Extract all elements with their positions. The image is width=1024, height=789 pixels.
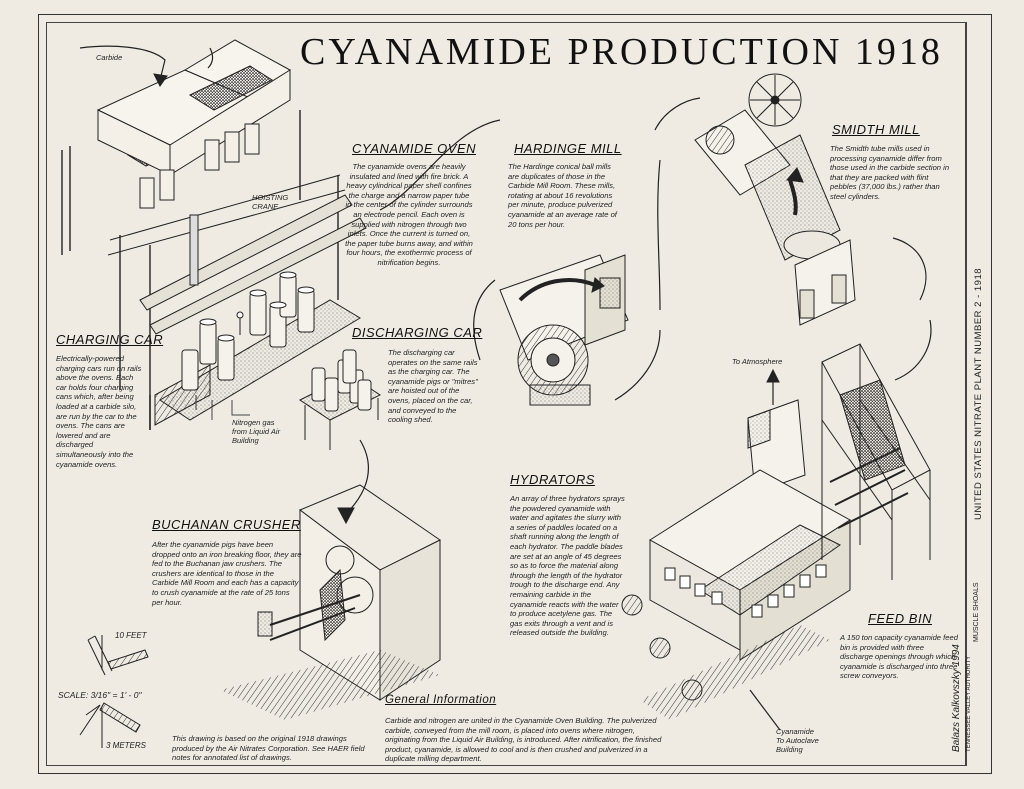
hardinge-mill-heading: HARDINGE MILL xyxy=(514,141,622,156)
hardinge-mill-text: The Hardinge conical ball mills are dupl… xyxy=(508,162,617,229)
location-vertical: MUSCLE SHOALS xyxy=(973,582,980,642)
discharging-car-text: The discharging car operates on the same… xyxy=(388,348,478,425)
to-atmosphere-label: To Atmosphere xyxy=(732,357,783,366)
feed-bin-heading: FEED BIN xyxy=(868,611,932,626)
buchanan-crusher-heading: BUCHANAN CRUSHER xyxy=(152,517,301,532)
scale-label: SCALE: 3/16" = 1' - 0" xyxy=(58,690,142,700)
outer-border xyxy=(38,14,992,774)
hydrators-text: An array of three hydrators sprays the p… xyxy=(510,494,625,638)
cyanamide-oven-text: The cyanamide ovens are heavily insulate… xyxy=(345,162,473,267)
scale-feet-label: 10 FEET xyxy=(115,631,147,640)
discharging-car-heading: DISCHARGING CAR xyxy=(352,325,483,340)
title-block-strip xyxy=(966,22,992,766)
scale-meters-label: 3 METERS xyxy=(106,741,147,750)
smidth-mill-text: The Smidth tube mills used in processing… xyxy=(830,144,950,201)
discharging-car-drawing xyxy=(299,349,381,450)
cyanamide-oven-drawing xyxy=(61,39,367,430)
hoisting-crane-label: HOISTING CRANE xyxy=(252,193,289,211)
agency-vertical: TENNESSEE VALLEY AUTHORITY xyxy=(966,655,972,752)
delineator-vertical: Balazs Kalkovszky 1994 xyxy=(951,644,962,752)
smidth-mill-heading: SMIDTH MILL xyxy=(832,122,920,137)
inner-border xyxy=(46,22,966,766)
project-title-vertical: UNITED STATES NITRATE PLANT NUMBER 2 - 1… xyxy=(973,267,984,520)
charging-car-text: Electrically-powered charging cars run o… xyxy=(56,354,142,469)
hardinge-mill-drawing xyxy=(499,254,629,406)
smidth-mill-drawing xyxy=(694,73,856,326)
drawing-title: CYANAMIDE PRODUCTION 1918 xyxy=(300,31,943,73)
nitrogen-gas-label: Nitrogen gas from Liquid Air Building xyxy=(232,418,281,445)
general-information-text: Carbide and nitrogen are united in the C… xyxy=(385,716,662,764)
buchanan-crusher-drawing xyxy=(220,439,441,720)
hydrators-heading: HYDRATORS xyxy=(510,472,595,487)
process-flow-arrows xyxy=(379,97,932,401)
cyanamide-oven-heading: CYANAMIDE OVEN xyxy=(352,141,477,156)
carbide-label: Carbide xyxy=(96,53,123,62)
autoclave-label: Cyanamide To Autoclave Building xyxy=(776,727,819,754)
charging-car-heading: CHARGING CAR xyxy=(56,332,164,347)
scale-bars-drawing xyxy=(79,635,149,748)
source-note: This drawing is based on the original 19… xyxy=(172,734,365,763)
feed-bin-text: A 150 ton capacity cyanamide feed bin is… xyxy=(840,633,958,681)
hydrators-drawing xyxy=(621,343,931,731)
general-information-heading: General Information xyxy=(385,694,497,706)
buchanan-crusher-text: After the cyanamide pigs have been dropp… xyxy=(152,540,302,607)
